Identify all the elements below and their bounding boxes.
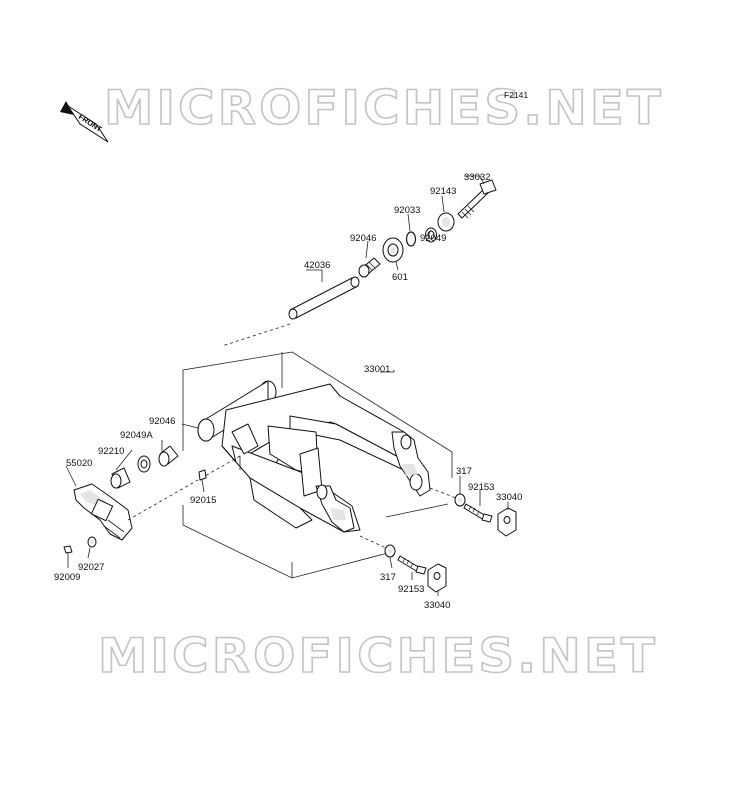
label-92049: 92049 [420,233,446,244]
label-42036: 42036 [304,260,330,271]
label-317-right: 317 [456,466,472,477]
label-92210: 92210 [98,446,124,457]
label-33001: 33001 [364,364,390,375]
plate-33040-bottom [427,563,447,593]
label-92027: 92027 [78,562,104,573]
chain-guard-55020 [73,483,133,541]
front-direction-icon: FRONT [60,101,109,143]
plate-33040-right [497,507,517,537]
ball-bearing-601 [382,237,404,263]
label-33040-right: 33040 [496,492,522,503]
figure-reference: F2141 [504,90,528,100]
label-92143: 92143 [430,186,456,197]
bolt-92153-right [463,503,493,523]
washer-92027 [87,536,97,548]
seal-92049A [137,455,151,473]
label-33032: 33032 [464,172,490,183]
label-92009: 92009 [54,572,80,583]
bolt-92009 [63,545,73,560]
needle-bearing-92046-left [158,445,179,467]
collar-92210 [110,467,131,489]
circlip-92033 [405,231,417,247]
needle-bearing-92046-top [358,257,381,278]
leader-lines [65,175,509,596]
bolt-92153-bottom [397,555,427,575]
label-92049A: 92049A [120,430,153,441]
label-601: 601 [392,272,408,283]
label-92046-top: 92046 [350,233,376,244]
label-92153-right: 92153 [468,482,494,493]
label-33040-bottom: 33040 [424,600,450,611]
watermark-bottom: MICROFICHES.NET [98,629,658,684]
label-92153-bottom: 92153 [398,584,424,595]
pivot-shaft-33032 [457,179,497,219]
label-317-bottom: 317 [380,572,396,583]
label-92033: 92033 [394,205,420,216]
swingarm-33001 [197,380,431,533]
bolt-92015 [198,469,207,481]
nut-317-right [454,493,466,507]
label-92046-left: 92046 [149,416,175,427]
label-55020: 55020 [66,458,92,469]
sleeve-42036 [288,276,360,320]
watermark-top: MICROFICHES.NET [104,81,664,136]
collar-92143 [437,212,455,232]
bracket-33001 [182,351,453,478]
label-92015: 92015 [190,495,216,506]
nut-317-bottom [384,544,396,558]
